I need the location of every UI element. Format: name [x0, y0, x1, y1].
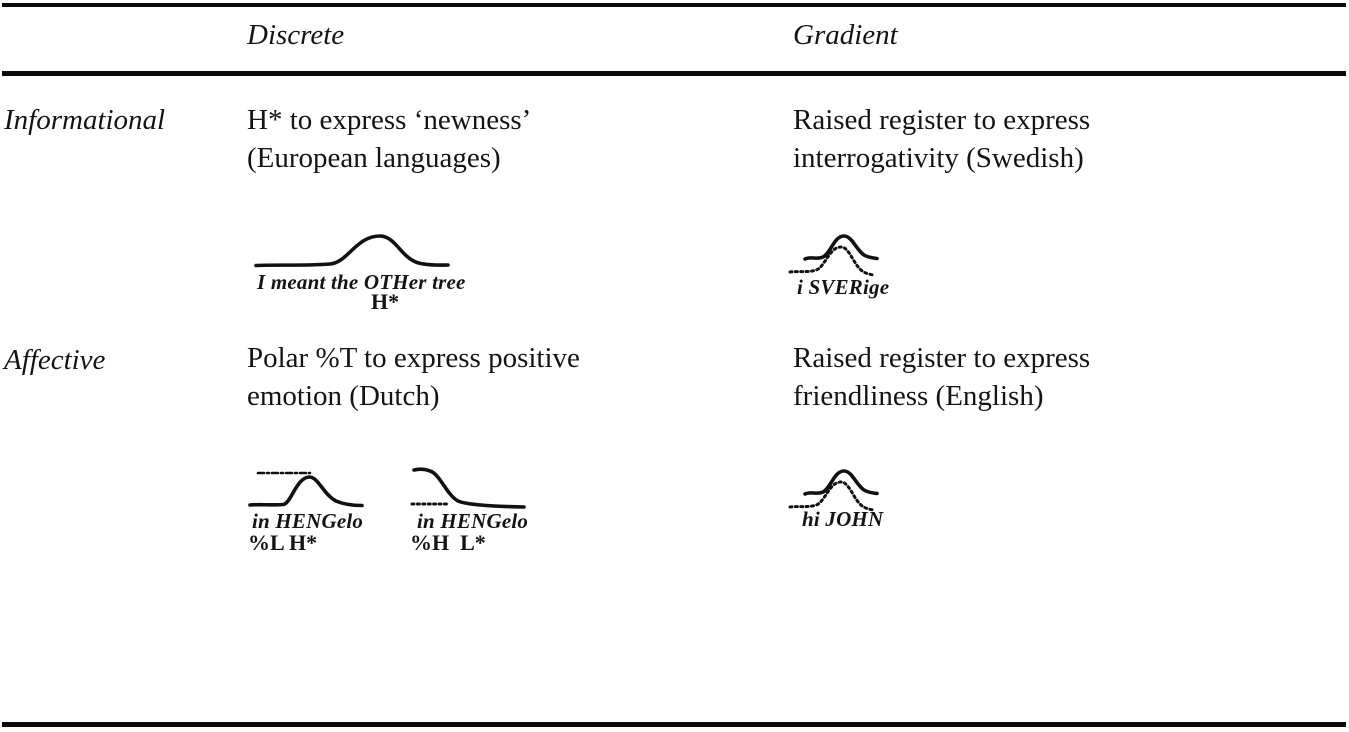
cell-informational-gradient-text: Raised register to express interrogativi…	[793, 101, 1090, 177]
row-label-informational: Informational	[4, 104, 166, 136]
row-label-affective: Affective	[4, 344, 106, 376]
pitch-contour-h-star-peak-icon	[254, 234, 450, 268]
contour-caption: I meant the OTHer tree	[257, 270, 466, 294]
column-header-gradient: Gradient	[793, 19, 898, 51]
pitch-contour-polar-fall-icon	[410, 467, 526, 509]
tone-label: H*	[371, 289, 400, 314]
cell-text-line: (European languages)	[247, 142, 501, 174]
pitch-contour-raised-register-swedish-icon	[788, 234, 879, 277]
cell-affective-discrete-text: Polar %T to express positive emotion (Du…	[247, 339, 580, 415]
column-header-discrete: Discrete	[247, 19, 345, 51]
cell-text-line: emotion (Dutch)	[247, 380, 440, 412]
contour-caption: in HENGelo	[417, 509, 529, 533]
cell-informational-discrete-text: H* to express ‘newness’ (European langua…	[247, 101, 531, 177]
cell-text-line: interrogativity (Swedish)	[793, 142, 1084, 174]
cell-text-line: H* to express ‘newness’	[247, 104, 532, 136]
cell-affective-gradient-text: Raised register to express friendliness …	[793, 339, 1090, 415]
table-top-rule	[2, 3, 1346, 7]
cell-text-line: friendliness (English)	[793, 380, 1044, 412]
cell-text-line: Polar %T to express positive	[247, 342, 580, 374]
contour-caption: hi JOHN	[802, 507, 884, 531]
table-bottom-rule	[2, 722, 1346, 727]
table-header-rule	[2, 71, 1346, 76]
tone-label: %L H*	[248, 530, 318, 555]
cell-text-line: Raised register to express	[793, 342, 1091, 374]
tone-label: %H L*	[410, 530, 486, 555]
contour-caption: in HENGelo	[252, 509, 364, 533]
cell-text-line: Raised register to express	[793, 104, 1091, 136]
pitch-contour-polar-rise-icon	[248, 471, 364, 508]
contour-caption: i SVERige	[797, 275, 890, 299]
pitch-contour-raised-register-english-icon	[788, 469, 879, 512]
